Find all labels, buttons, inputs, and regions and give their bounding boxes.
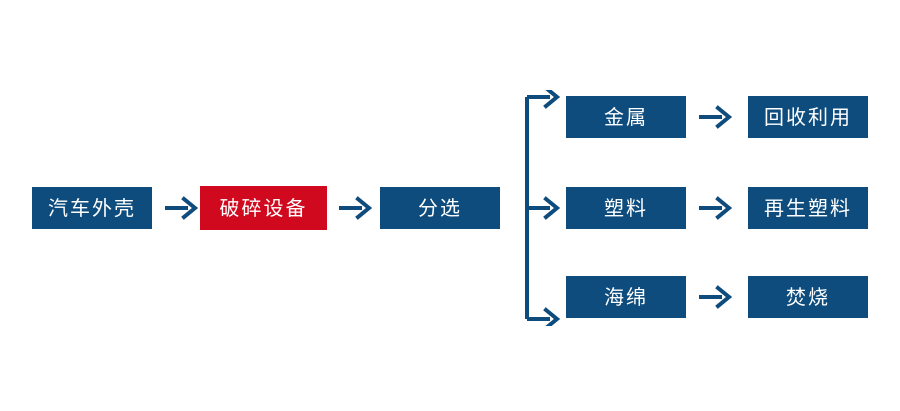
arrow-crusher-to-sorting <box>338 195 372 221</box>
node-material-plastic[interactable]: 塑料 <box>566 187 686 229</box>
arrow-metal-to-recycle <box>698 104 732 130</box>
node-sorting[interactable]: 分选 <box>380 187 500 229</box>
node-outcome-recycle[interactable]: 回收利用 <box>748 96 868 138</box>
branch-split-connector <box>520 90 566 326</box>
arrow-sponge-to-incineration <box>698 284 732 310</box>
node-material-sponge[interactable]: 海绵 <box>566 276 686 318</box>
node-material-metal[interactable]: 金属 <box>566 96 686 138</box>
node-car-shell[interactable]: 汽车外壳 <box>32 187 152 229</box>
arrow-plastic-to-regenerated <box>698 195 732 221</box>
arrow-shell-to-crusher <box>164 195 198 221</box>
node-outcome-regenerated-plastic[interactable]: 再生塑料 <box>748 187 868 229</box>
node-outcome-incineration[interactable]: 焚烧 <box>748 276 868 318</box>
node-crushing-equipment[interactable]: 破碎设备 <box>200 186 327 230</box>
